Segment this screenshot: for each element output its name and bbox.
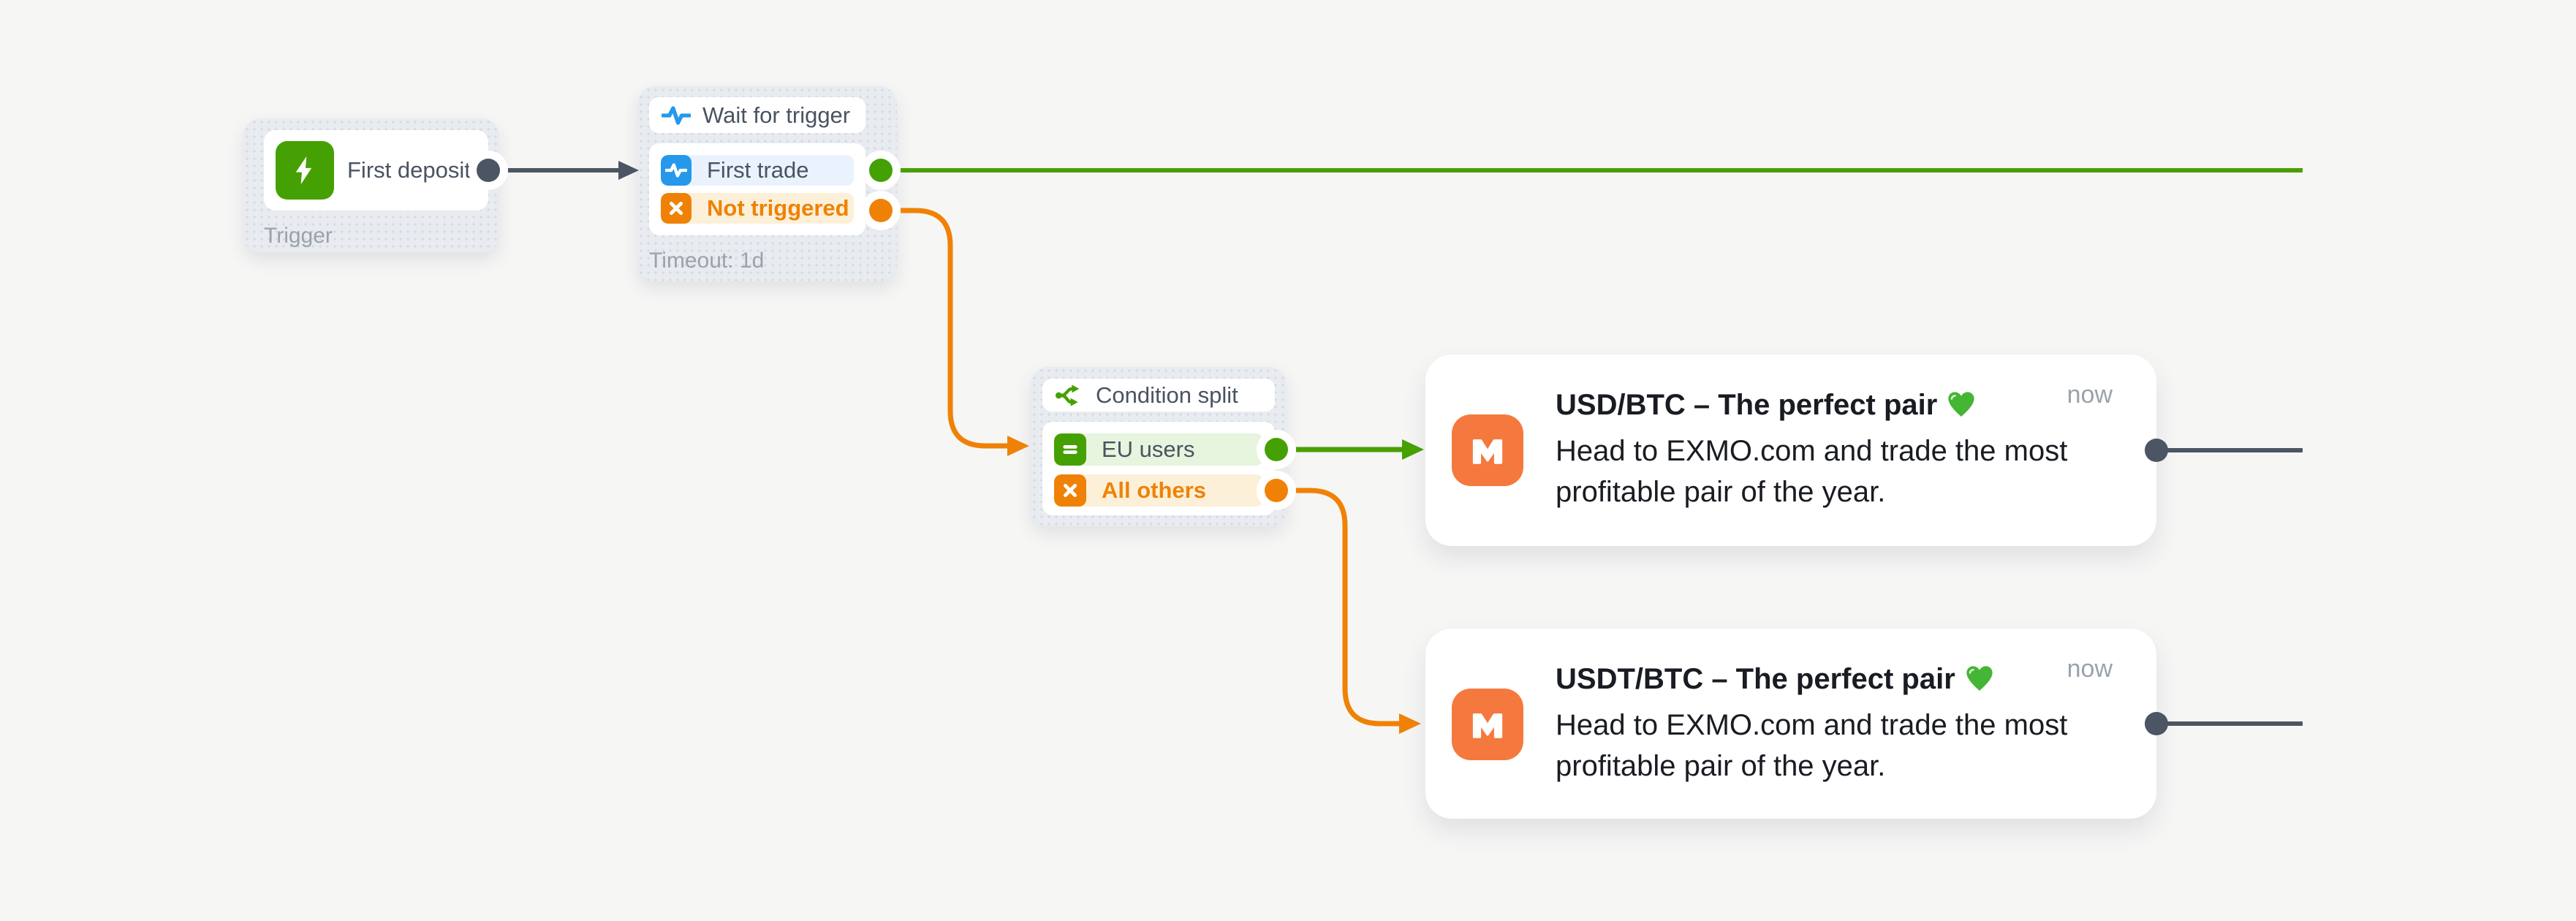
trigger-type-label: Trigger xyxy=(264,224,333,248)
message-timestamp: now xyxy=(2067,381,2113,409)
wait-node-timeout-label: Timeout: 1d xyxy=(649,249,765,273)
edge-message1-out xyxy=(2145,439,2303,462)
m-logo-icon xyxy=(1452,689,1523,760)
push-message-card-usd-btc[interactable]: USD/BTC – The perfect pair Head to EXMO.… xyxy=(1425,355,2156,546)
trigger-node-card[interactable]: First deposit xyxy=(264,130,488,211)
message-timestamp: now xyxy=(2067,655,2113,683)
branch-all-others-label: All others xyxy=(1102,477,1206,503)
condition-node-body: EU users All others xyxy=(1042,422,1275,515)
message-title-text: USD/BTC – The perfect pair xyxy=(1556,389,1938,421)
pulse-icon xyxy=(661,155,692,186)
trigger-node-label: First deposit xyxy=(347,157,471,183)
x-icon xyxy=(1054,474,1086,507)
branch-all-others[interactable]: All others xyxy=(1054,474,1263,507)
green-heart-emoji xyxy=(1948,392,1974,417)
x-icon xyxy=(661,193,692,224)
message-title: USDT/BTC – The perfect pair xyxy=(1556,659,2082,699)
condition-node-header[interactable]: Condition split xyxy=(1042,379,1275,412)
push-message-card-usdt-btc[interactable]: USDT/BTC – The perfect pair Head to EXMO… xyxy=(1425,629,2156,819)
branch-eu-users[interactable]: EU users xyxy=(1054,433,1263,466)
branch-eu-users-label: EU users xyxy=(1102,436,1195,462)
message-body: Head to EXMO.com and trade the most prof… xyxy=(1556,709,2068,782)
trigger-node[interactable]: First deposit Trigger xyxy=(243,118,499,253)
edge-first-trade-out xyxy=(861,151,2303,190)
equals-icon xyxy=(1054,433,1086,466)
branch-first-trade-label: First trade xyxy=(707,157,809,183)
message-content: USD/BTC – The perfect pair Head to EXMO.… xyxy=(1556,385,2082,512)
green-heart-emoji xyxy=(1966,666,1993,691)
message-title-text: USDT/BTC – The perfect pair xyxy=(1556,663,1955,695)
wait-for-trigger-node[interactable]: Wait for trigger First trade Not trigger… xyxy=(637,86,897,281)
edge-message2-out xyxy=(2145,712,2303,735)
m-logo-icon xyxy=(1452,414,1523,486)
condition-node-title: Condition split xyxy=(1096,382,1238,408)
pulse-icon xyxy=(662,104,691,127)
wait-node-title: Wait for trigger xyxy=(702,102,851,128)
wait-node-body: First trade Not triggered xyxy=(649,143,865,235)
split-icon xyxy=(1055,383,1084,408)
message-title: USD/BTC – The perfect pair xyxy=(1556,385,2082,425)
lightning-icon xyxy=(276,141,334,200)
message-body: Head to EXMO.com and trade the most prof… xyxy=(1556,435,2068,508)
branch-first-trade[interactable]: First trade xyxy=(661,155,854,186)
branch-not-triggered[interactable]: Not triggered xyxy=(661,193,854,224)
condition-split-node[interactable]: Condition split EU users All others xyxy=(1031,367,1287,526)
message-content: USDT/BTC – The perfect pair Head to EXMO… xyxy=(1556,659,2082,787)
branch-not-triggered-label: Not triggered xyxy=(707,195,849,221)
wait-node-header[interactable]: Wait for trigger xyxy=(649,97,865,133)
